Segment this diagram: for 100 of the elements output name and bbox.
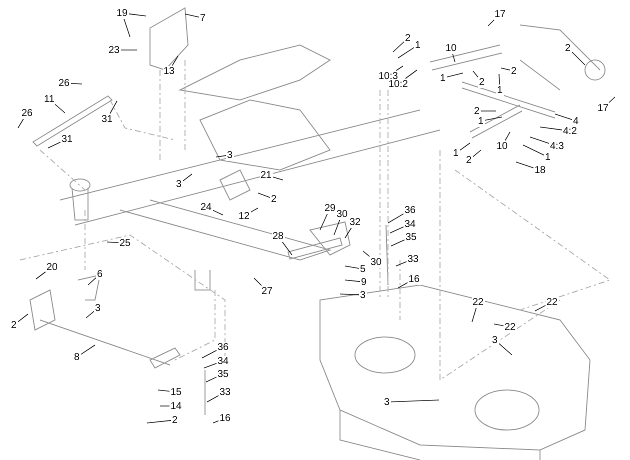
callout-number: 10:3 <box>378 70 399 82</box>
leader-line <box>472 70 478 78</box>
callout-number: 3 <box>491 334 499 346</box>
callout-number: 13 <box>162 66 176 76</box>
callout-number: 24 <box>200 202 213 212</box>
leader-line <box>344 266 360 269</box>
callout-number: 3 <box>175 178 183 190</box>
leader-line <box>216 155 226 158</box>
leader-line <box>460 142 470 151</box>
leader-line <box>36 271 46 280</box>
leader-line <box>480 110 496 112</box>
callout-number: 6 <box>96 268 104 280</box>
leader-line <box>504 132 510 141</box>
callout-number: 9 <box>360 276 368 288</box>
leader-line <box>522 144 544 156</box>
leader-line <box>70 82 82 84</box>
leader-line <box>344 280 360 282</box>
callout-number: 36 <box>216 342 230 352</box>
callout-number: 10:2 <box>388 78 409 90</box>
leader-line <box>472 307 477 322</box>
leader-line <box>572 52 586 66</box>
callout-number: 26 <box>58 78 71 88</box>
callout-number: 1 <box>414 40 422 50</box>
callout-number: 22 <box>546 296 559 308</box>
leader-line <box>110 100 118 114</box>
leader-line <box>500 68 510 70</box>
leader-line <box>498 343 512 356</box>
callout-number: 10 <box>496 140 509 152</box>
leader-line <box>80 344 96 355</box>
leader-line <box>206 376 217 382</box>
leader-line <box>204 363 217 368</box>
callout-number: 3 <box>383 396 391 408</box>
callout-number: 3 <box>94 302 102 314</box>
callout-number: 21 <box>260 170 273 180</box>
callout-number: 33 <box>218 386 232 398</box>
callout-number: 2 <box>465 154 473 166</box>
leader-line <box>452 53 456 62</box>
callout-number: 30 <box>370 256 383 268</box>
leader-line <box>258 192 270 198</box>
callout-number: 22 <box>504 322 517 332</box>
callout-number: 36 <box>404 204 417 216</box>
callout-number: 1 <box>496 84 504 96</box>
callout-number: 27 <box>260 286 274 296</box>
callout-number: 31 <box>60 134 74 144</box>
leader-line <box>54 104 66 114</box>
leader-line <box>202 350 217 358</box>
leader-line <box>18 314 28 322</box>
leader-line <box>88 277 96 286</box>
callout-number: 23 <box>108 44 121 56</box>
leader-line <box>484 116 502 121</box>
leader-line <box>390 226 404 234</box>
leader-line <box>390 400 440 402</box>
leader-line <box>212 420 219 424</box>
callout-number: 10 <box>444 42 458 54</box>
callout-number: 4 <box>572 116 580 126</box>
leader-line <box>472 150 482 158</box>
callout-number: 35 <box>404 232 418 242</box>
leader-line <box>396 261 407 266</box>
callout-number: 18 <box>534 164 547 176</box>
leader-line <box>344 227 352 238</box>
callout-number: 2 <box>404 32 412 44</box>
callout-number: 20 <box>46 262 59 272</box>
callout-number: 17 <box>596 102 610 114</box>
callout-number: 5 <box>359 264 367 274</box>
callout-number: 1 <box>439 72 447 84</box>
callout-number: 2 <box>171 414 179 426</box>
callout-number: 16 <box>408 274 421 284</box>
callout-number: 2 <box>473 106 481 116</box>
leader-line <box>48 142 61 148</box>
leader-line <box>362 250 370 257</box>
leader-line <box>516 162 534 168</box>
callout-number: 8 <box>73 352 81 362</box>
callout-number: 1 <box>477 116 485 126</box>
callout-number: 28 <box>272 230 285 242</box>
leader-line <box>494 324 504 326</box>
leader-line <box>106 242 119 244</box>
leader-line <box>488 19 495 26</box>
leader-line <box>334 219 340 236</box>
leader-line <box>340 294 360 296</box>
leader-line <box>608 96 616 103</box>
callout-number: 12 <box>238 210 251 222</box>
callout-number: 30 <box>336 208 349 220</box>
leader-line <box>282 241 292 256</box>
leader-line <box>206 395 219 402</box>
callout-number: 22 <box>472 296 485 308</box>
callout-number: 2 <box>564 42 572 54</box>
callout-number: 16 <box>218 412 232 424</box>
leader-line <box>498 74 500 85</box>
callout-number: 35 <box>216 368 230 380</box>
callout-number: 31 <box>100 114 114 124</box>
leader-line <box>123 18 130 38</box>
callout-number: 15 <box>170 386 183 398</box>
leader-line <box>398 282 408 288</box>
leader-line <box>184 14 200 18</box>
leader-line <box>320 213 328 230</box>
callout-number: 34 <box>404 218 417 230</box>
leader-line <box>534 305 546 312</box>
leader-line <box>128 13 146 16</box>
callout-number: 32 <box>348 216 362 228</box>
callout-number: 11 <box>43 94 56 104</box>
